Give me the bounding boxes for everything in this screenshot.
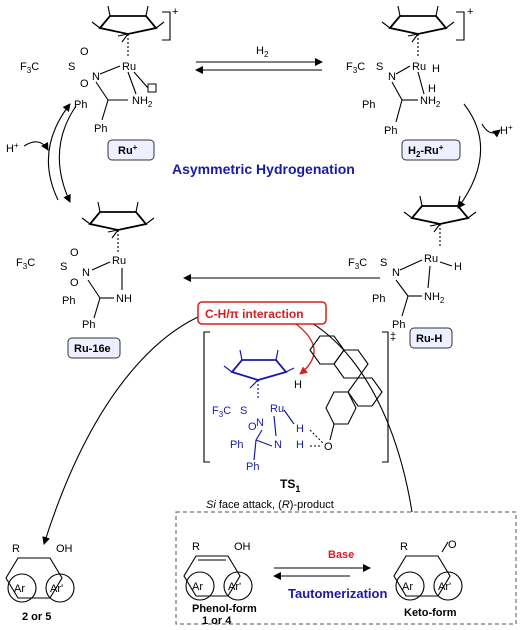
aryl-prime-label: Ar' (50, 583, 63, 595)
oxygen-atom: O (70, 247, 79, 259)
aryl-label: Ar (14, 583, 25, 595)
nitrogen-atom: N (256, 417, 264, 429)
ruthenium-atom: Ru (270, 403, 284, 415)
double-dagger: ‡ (390, 331, 396, 343)
ch-hydrogen-atom: H (294, 379, 302, 391)
h2-ru-plus-label: H2-Ru+ (408, 143, 444, 159)
oxygen-atom: O (248, 421, 257, 433)
hydrogen-atom: H (432, 63, 440, 75)
carbonyl-oxygen: O (324, 441, 333, 453)
ruthenium-atom: Ru (122, 61, 136, 73)
keto-form-label: Keto-form (404, 607, 457, 619)
phenyl-label: Ph (62, 295, 75, 307)
product-numbers: 2 or 5 (22, 611, 51, 623)
ruthenium-atom: Ru (412, 61, 426, 73)
ch-pi-interaction-label: C-H/π interaction (205, 307, 304, 321)
phenyl-label: Ph (392, 319, 405, 331)
phenol-form-label: Phenol-form (192, 603, 257, 615)
h-plus-left: H+ (6, 141, 19, 155)
oxygen-atom: O (70, 277, 79, 289)
aryl-label: Ar (402, 581, 413, 593)
ru-h-label: Ru-H (416, 333, 442, 345)
phenyl-label: Ph (82, 319, 95, 331)
cycle-title: Asymmetric Hydrogenation (172, 161, 355, 177)
oxygen-atom: O (80, 78, 89, 90)
cf3-label: F3C (348, 257, 367, 271)
h2-addition-arrows: H2 (195, 45, 323, 74)
complex-ru-plus: + F3C S O O N Ru NH2 Ph Ph Ru+ (20, 5, 178, 161)
cf3-label: F3C (346, 61, 365, 75)
base-label: Base (328, 549, 354, 561)
amine-h-atom: H (296, 439, 304, 451)
aryl-prime-label: Ar' (228, 581, 241, 593)
charge-h2-ru-plus: + (467, 6, 473, 18)
hydrogen-atom: H (428, 83, 436, 95)
complex-ru-16e: F3C S O O N Ru NH Ph Ph Ru-16e (16, 201, 155, 359)
sulfur-atom: S (68, 61, 75, 73)
nitrogen-atom: N (274, 439, 282, 451)
phenol-numbers: 1 or 4 (202, 615, 232, 627)
ruthenium-atom: Ru (112, 255, 126, 267)
ru-plus-label: Ru+ (118, 143, 138, 157)
h2-reagent: H2 (256, 45, 269, 59)
selectivity-text: Si face attack, (R)-product (206, 499, 334, 511)
product-alcohol: R OH Ar Ar' 2 or 5 (5, 543, 75, 623)
cf3-label: F3C (20, 61, 39, 75)
phenyl-label: Ph (384, 125, 397, 137)
nitrogen-atom: N (388, 71, 396, 83)
oxygen-atom: O (80, 46, 89, 58)
sulfur-atom: S (240, 405, 247, 417)
nh-label: NH (116, 293, 132, 305)
nh2-label: NH2 (132, 95, 153, 109)
h-plus-right: H+ (500, 123, 513, 137)
sulfur-atom: S (60, 261, 67, 273)
phenyl-label: Ph (372, 293, 385, 305)
cycle-arrows (47, 103, 482, 209)
complex-h2-ru-plus: + F3C S N Ru H H NH2 Ph Ph H2-Ru+ (346, 5, 473, 161)
aryl-label: Ar (192, 581, 203, 593)
ketone-oxygen: O (448, 539, 457, 551)
charge-ru-plus: + (172, 6, 178, 18)
ts-label: TS1 (280, 477, 300, 494)
cf3-label: F3C (16, 257, 35, 271)
r-group: R (400, 541, 408, 553)
hydroxyl-label: OH (56, 543, 73, 555)
tautomer-box: R OH Ar Ar' Phenol-form 1 or 4 Base Taut… (175, 511, 517, 627)
ru-16e-label: Ru-16e (74, 343, 111, 355)
ruthenium-atom: Ru (424, 253, 438, 265)
phenyl-label: Ph (362, 99, 375, 111)
aryl-prime-label: Ar' (438, 581, 451, 593)
hydride-atom: H (296, 423, 304, 435)
sulfur-atom: S (376, 61, 383, 73)
nitrogen-atom: N (82, 267, 90, 279)
complex-ru-h: F3C S N Ru H NH2 Ph Ph Ru-H (348, 195, 477, 349)
proton-arrows: H+ H+ (6, 123, 513, 155)
phenyl-label: Ph (94, 123, 107, 135)
hydrogen-atom: H (454, 261, 462, 273)
transition-state-ts1: C-H/π interaction ‡ F3C S O N Ru H N H P… (197, 301, 396, 511)
sulfur-atom: S (380, 257, 387, 269)
r-group: R (12, 543, 20, 555)
hydroxyl-label: OH (234, 541, 251, 553)
phenyl-label: Ph (230, 439, 243, 451)
phenyl-label: Ph (246, 461, 259, 473)
tautomerization-label: Tautomerization (288, 586, 387, 601)
nitrogen-atom: N (92, 71, 100, 83)
cf3-label: F3C (212, 405, 231, 419)
r-group: R (192, 541, 200, 553)
nh2-label: NH2 (424, 291, 445, 305)
phenyl-label: Ph (74, 99, 87, 111)
nitrogen-atom: N (392, 267, 400, 279)
nh2-label: NH2 (420, 95, 441, 109)
